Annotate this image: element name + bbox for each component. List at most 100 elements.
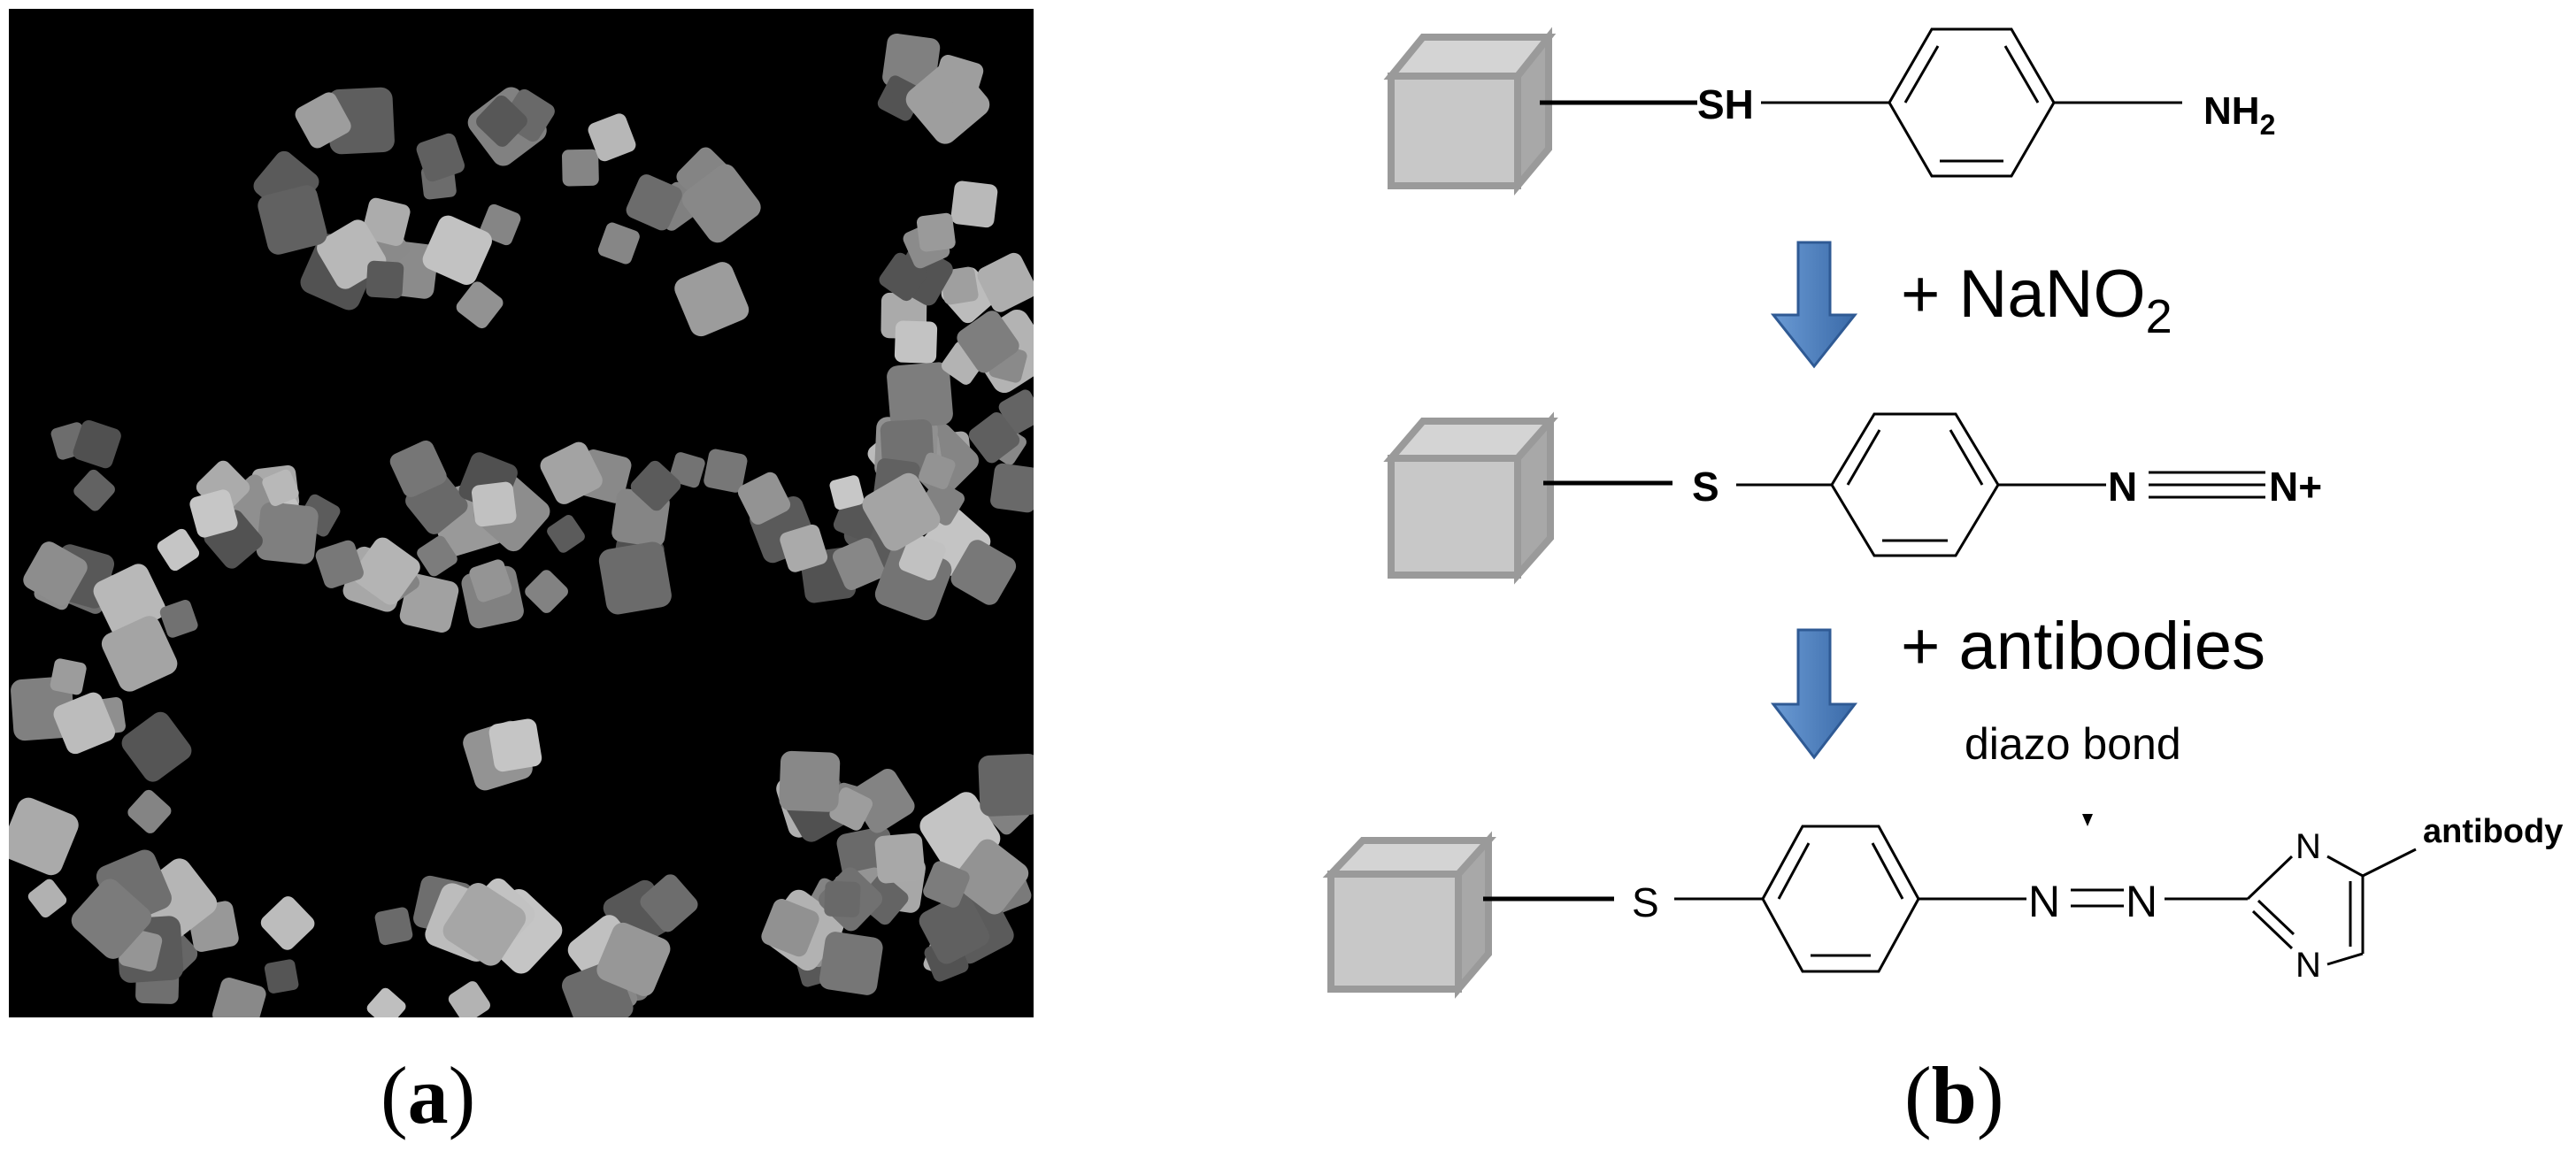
- nanocube-icon: [1383, 411, 1558, 585]
- nanocube-particle: [327, 87, 395, 155]
- nanocube-particle: [260, 896, 315, 950]
- nanocube-particle: [262, 469, 299, 507]
- nanocube-particle: [887, 362, 953, 429]
- nanocube-particle: [779, 750, 841, 812]
- imidazole-n1-label: N: [2295, 827, 2321, 866]
- nanocube-particle: [417, 535, 458, 577]
- functionalization-scheme: SH NH2 + NaNO2 S N: [1322, 27, 2563, 999]
- nanocube-particle: [761, 899, 819, 957]
- nanocube-particle: [28, 812, 73, 856]
- nanocube-particle: [704, 449, 748, 493]
- reaction-arrow-2: [1770, 628, 1858, 760]
- reaction-arrow-1: [1770, 241, 1858, 369]
- nanocube-particle: [540, 441, 603, 504]
- nanocube-particle: [957, 311, 1019, 373]
- step1-molecule: SH NH2: [1383, 27, 2275, 196]
- nanocube-particle: [362, 197, 411, 247]
- diazo-bond-annotation: diazo bond: [1965, 719, 2181, 769]
- nanocube-particle: [829, 475, 865, 510]
- nanocube-particle: [832, 538, 885, 590]
- sulfur-label: S: [1692, 464, 1719, 510]
- nanocube-particle: [295, 92, 351, 149]
- nanocube-particle: [471, 481, 517, 527]
- nanocube-particle: [71, 879, 152, 959]
- nanocube-particle: [422, 215, 492, 285]
- nanocube-particle: [258, 185, 327, 255]
- nanocube-particle: [448, 981, 490, 1017]
- nanocube-particle: [189, 489, 238, 538]
- amine-label: NH2: [2203, 89, 2275, 141]
- diazonium-n2-label: N+: [2269, 464, 2322, 510]
- benzene-ring-1: [1888, 27, 2056, 178]
- nanocube-particle: [365, 260, 404, 299]
- nanocube-particle: [23, 541, 88, 606]
- nanocube-particle: [101, 616, 178, 692]
- nanocube-particle: [824, 880, 861, 917]
- nanocube-particle: [27, 879, 67, 918]
- reagent-antibodies-label: + antibodies: [1901, 609, 2265, 684]
- nanocube-icon: [1322, 831, 1496, 999]
- nanocube-particle: [978, 754, 1034, 817]
- nanocube-particle: [469, 559, 512, 602]
- diazonium-n1-label: N: [2108, 464, 2137, 510]
- nanocube-particle: [950, 540, 1017, 605]
- nanocube-particle: [597, 222, 640, 265]
- panel-a-label: (a): [381, 1050, 476, 1140]
- nanocube-particle: [596, 922, 671, 996]
- panel-b-label: (b): [1904, 1050, 2004, 1140]
- nanocube-particle: [829, 787, 873, 831]
- nanocube-particle: [990, 463, 1034, 513]
- nanocube-particle: [562, 149, 599, 187]
- nanocube-particle: [968, 412, 1020, 464]
- nanocube-particle: [977, 252, 1034, 312]
- benzene-ring-2: [1830, 412, 2000, 557]
- imidazole-ring: [2246, 848, 2417, 966]
- annotation-pointer-icon: [2082, 814, 2093, 826]
- nanocube-particle: [442, 883, 527, 966]
- nanocube-particle: [159, 600, 198, 638]
- nanocube-particle: [950, 180, 998, 228]
- nanocube-particle: [374, 907, 413, 946]
- step3-molecule: S N N N N antibody: [1322, 813, 2563, 999]
- nanocube-particle: [862, 472, 941, 551]
- nanocube-particle: [73, 419, 121, 469]
- nanocube-particle: [998, 389, 1034, 434]
- nanocube-particle: [919, 893, 990, 964]
- nanocube-particle: [315, 540, 364, 588]
- nanocube-particle: [416, 133, 465, 182]
- antibody-label: antibody: [2423, 813, 2563, 850]
- nanocube-particle: [121, 711, 192, 782]
- nanocube-particle: [525, 570, 568, 613]
- benzene-ring-3: [1761, 825, 1920, 973]
- nanocube-particle: [932, 54, 984, 107]
- nanocube-particle: [598, 541, 672, 615]
- nanocube-icon: [1383, 27, 1557, 196]
- sulfur-label: S: [1632, 879, 1659, 925]
- nanocube-particle: [923, 861, 970, 908]
- nanocube-micrograph: [9, 9, 1034, 1017]
- nanocube-particle: [53, 692, 116, 755]
- nanocube-particle: [737, 472, 791, 525]
- reagent-nano2-label: + NaNO2: [1901, 257, 2172, 343]
- nanocube-particle: [953, 839, 1029, 915]
- nanocube-particle: [366, 987, 406, 1017]
- step2-molecule: S N N+: [1383, 411, 2322, 585]
- nanocube-particle: [264, 959, 299, 994]
- azo-n1-label: N: [2028, 877, 2060, 926]
- nanocube-particle: [588, 113, 636, 162]
- nanocube-image: [9, 33, 1034, 1017]
- nanocube-particle: [212, 978, 266, 1017]
- nanocube-particle: [916, 212, 956, 252]
- imidazole-n2-label: N: [2295, 946, 2321, 985]
- nanocube-particle: [389, 440, 447, 497]
- nanocube-particle: [919, 452, 956, 490]
- nanocube-particle: [681, 164, 761, 243]
- nanocube-particle: [819, 932, 883, 995]
- nanocube-particle: [456, 281, 504, 329]
- nanocube-particle: [352, 537, 420, 605]
- nanocube-particle: [50, 658, 87, 695]
- nanocube-particle: [547, 515, 585, 553]
- nanocube-particle: [157, 528, 200, 572]
- nanocube-particle: [780, 524, 828, 572]
- nanocube-particle: [256, 502, 319, 564]
